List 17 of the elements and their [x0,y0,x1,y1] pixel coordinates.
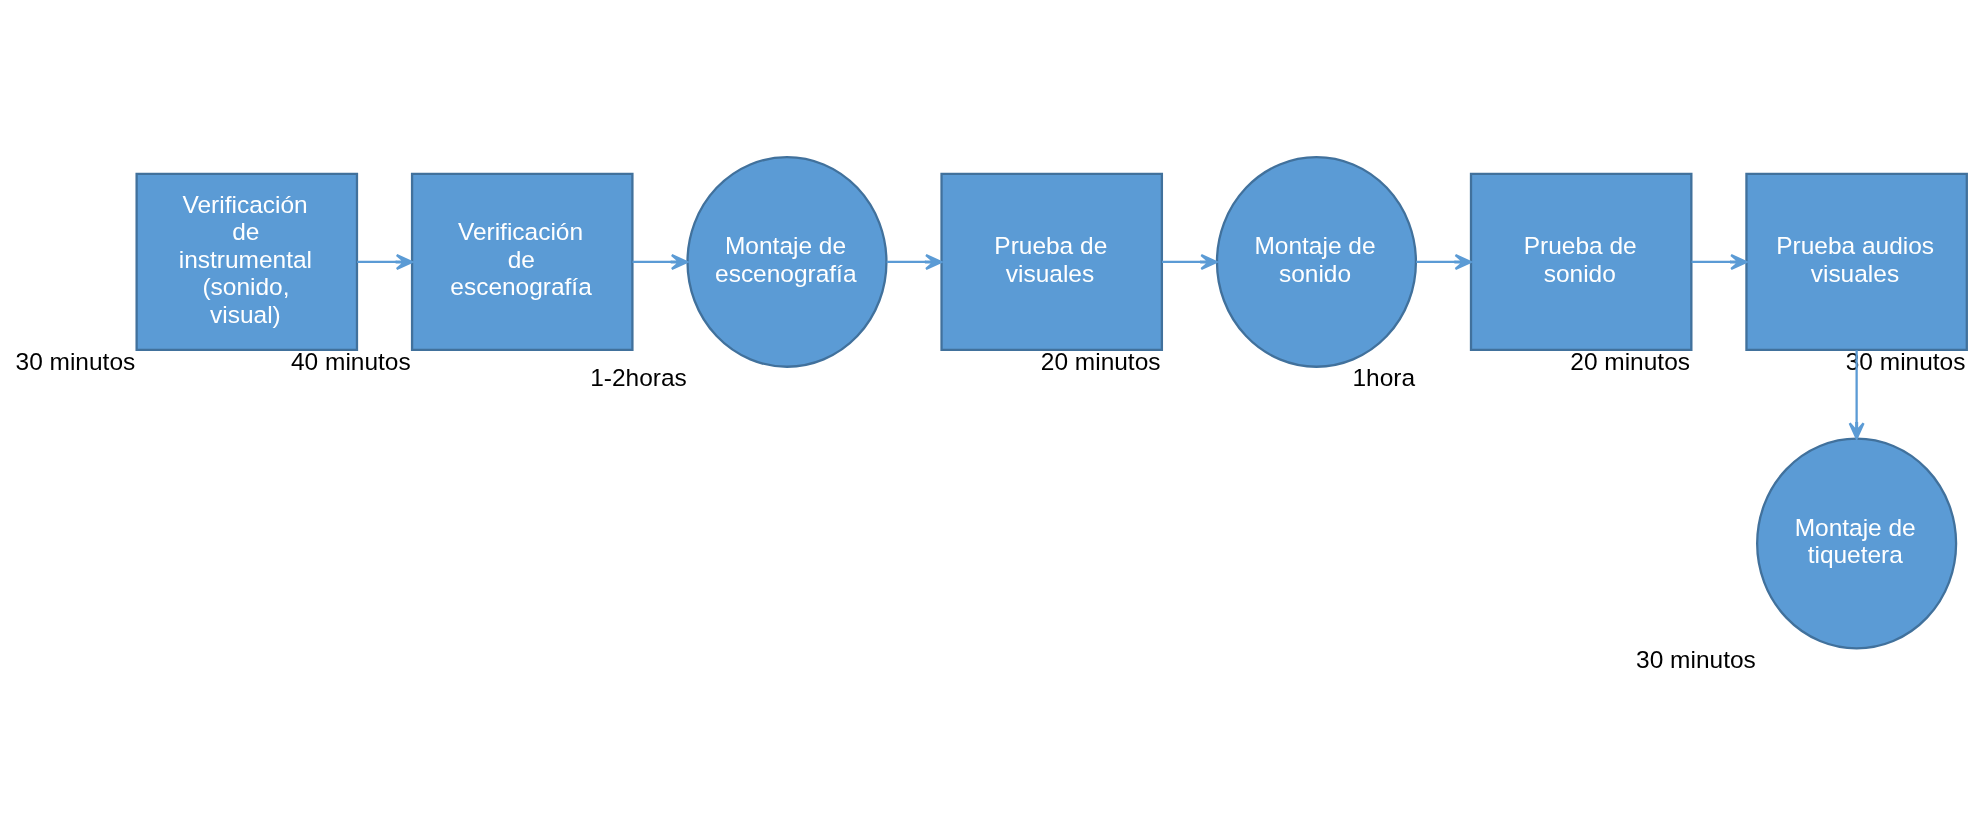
node-box: Prueba de visuales [940,172,1164,352]
node-box: Verificación de escenografía [410,172,634,352]
node-label: 30 minutos [15,347,136,375]
arrow [632,253,689,270]
node-box: Verificación de instrumental (sonido, visual) [135,172,359,352]
arrow [886,253,943,270]
node-label: 30 minutos [1636,645,1756,673]
arrow [1161,253,1218,270]
node-circle: Montaje de sonido [1215,155,1418,368]
arrow [357,253,414,270]
arrow [1416,253,1472,270]
node-circle: Montaje de tiquetera [1756,437,1958,650]
node-box: Prueba audios visuales [1745,172,1968,352]
arrow [1691,253,1748,270]
node-circle: Montaje de escenografía [686,155,888,368]
node-box: Prueba de sonido [1469,172,1693,352]
node-label: 1-2horas [590,364,687,392]
